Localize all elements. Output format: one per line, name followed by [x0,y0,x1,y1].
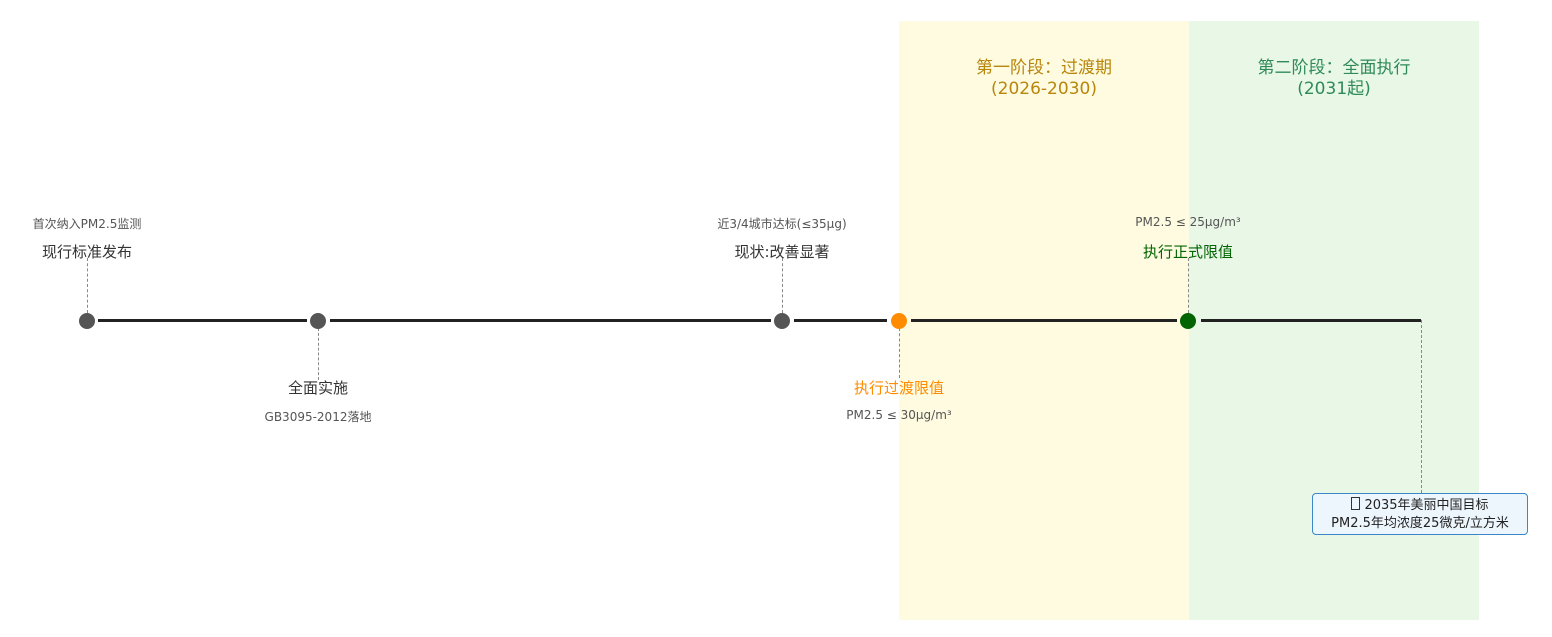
phase1-title-text: 第一阶段：过渡期 [976,58,1112,78]
phase2-range: (2031起) [1297,79,1371,99]
timeline-segment [1201,319,1421,322]
callout-line2: PM2.5年均浓度25微克/立方米 [1331,516,1509,531]
event-dot [891,313,907,329]
connector [899,328,900,378]
event-title: 执行正式限值 [1142,243,1234,261]
callout-line1: 2035年美丽中国目标 [1364,498,1489,513]
timeline-segment [794,319,887,322]
timeline-segment [330,319,771,322]
event-subtitle: 近3/4城市达标(≤35μg) [717,217,847,231]
event-title: 现状:改善显著 [734,243,830,261]
phase2-title: 第二阶段：全面执行(2031起) [1189,58,1479,100]
event-subtitle: PM2.5 ≤ 25μg/m³ [1135,215,1241,229]
phase2-title-text: 第二阶段：全面执行 [1257,58,1411,78]
timeline-segment [98,319,307,322]
event-title: 现行标准发布 [41,243,133,261]
event-title: 执行过渡限值 [853,379,945,397]
connector [87,258,88,313]
event-subtitle: 首次纳入PM2.5监测 [32,217,142,231]
event-dot [310,313,326,329]
connector [1188,258,1189,313]
connector [318,328,319,380]
phase1-range: (2026-2030) [991,79,1097,99]
event-subtitle: PM2.5 ≤ 30μg/m³ [846,408,952,422]
connector [782,258,783,313]
event-dot [79,313,95,329]
timeline-segment [911,319,1177,322]
event-dot [1180,313,1196,329]
goal-callout: 2035年美丽中国目标 PM2.5年均浓度25微克/立方米 [1312,493,1528,535]
phase1-title: 第一阶段：过渡期(2026-2030) [899,58,1189,100]
event-subtitle: GB3095-2012落地 [264,410,372,424]
event-dot [774,313,790,329]
event-title: 全面实施 [287,379,349,397]
connector [1421,320,1422,493]
target-icon [1351,497,1361,510]
